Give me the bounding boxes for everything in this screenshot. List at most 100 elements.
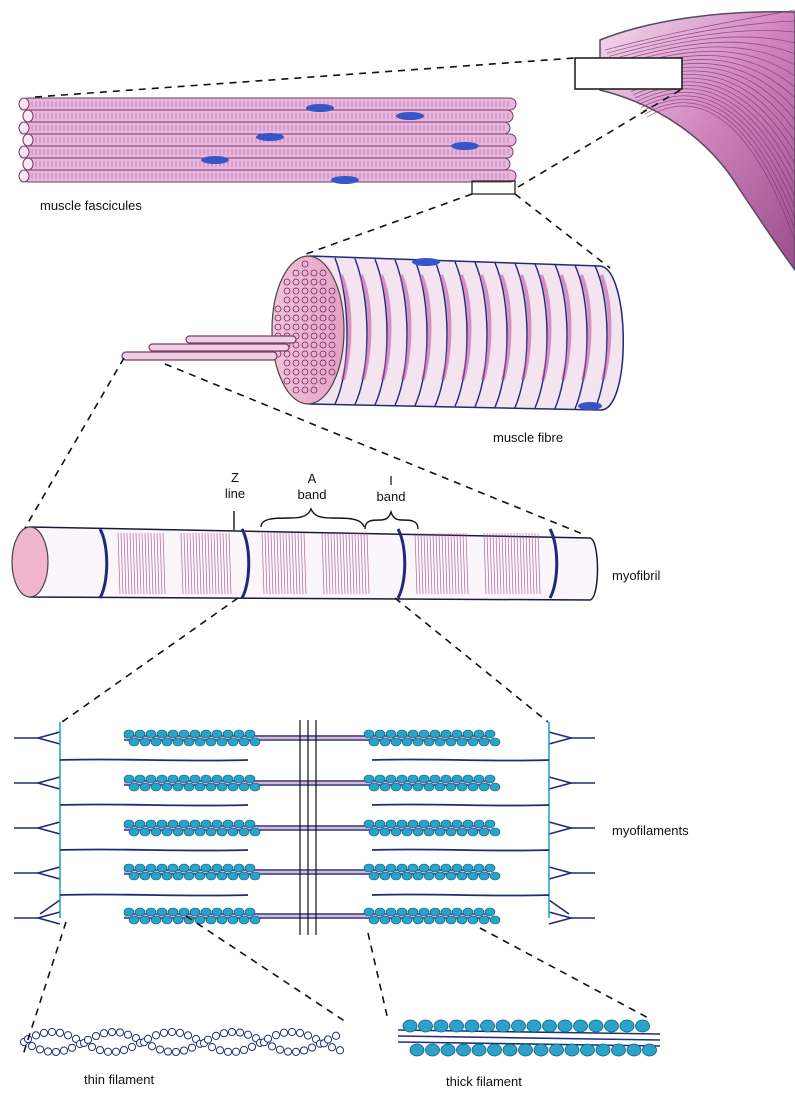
- myosin-head-icon: [228, 916, 238, 924]
- myosin-head-icon: [413, 872, 423, 880]
- myosin-head-icon: [474, 864, 484, 872]
- myosin-head-icon: [146, 820, 156, 828]
- actin-bead-icon: [308, 1044, 315, 1051]
- myosin-head-icon: [245, 820, 255, 828]
- myosin-head-icon: [190, 864, 200, 872]
- myosin-head-icon: [424, 783, 434, 791]
- myosin-head-icon: [397, 775, 407, 783]
- myosin-head-icon: [190, 775, 200, 783]
- myosin-head-icon: [179, 908, 189, 916]
- myosin-head-icon: [490, 783, 500, 791]
- actin-bead-icon: [84, 1036, 91, 1043]
- nucleus-icon: [201, 156, 229, 164]
- actin-bead-icon: [44, 1048, 51, 1055]
- label-i-band-1: I: [370, 473, 412, 489]
- myosin-head-icon: [380, 916, 390, 924]
- myosin-head-icon: [413, 828, 423, 836]
- myosin-head-icon: [184, 738, 194, 746]
- myosin-head-icon: [151, 738, 161, 746]
- myosin-head-icon: [380, 828, 390, 836]
- myosin-head-icon: [435, 783, 445, 791]
- myosin-head-icon: [391, 783, 401, 791]
- actin-bead-icon: [264, 1035, 271, 1042]
- actin-bead-icon: [176, 1029, 183, 1036]
- myosin-head-icon: [441, 775, 451, 783]
- myosin-head-icon: [129, 828, 139, 836]
- actin-bead-icon: [52, 1048, 59, 1055]
- myosin-head-icon: [419, 775, 429, 783]
- actin-bead-icon: [268, 1043, 275, 1050]
- myosin-head-icon: [565, 1044, 579, 1056]
- myosin-head-icon: [402, 872, 412, 880]
- myosin-head-icon: [463, 775, 473, 783]
- myosin-head-icon: [446, 916, 456, 924]
- myosin-head-icon: [386, 730, 396, 738]
- fascicule-selection-box: [472, 181, 515, 194]
- myosin-head-icon: [472, 1044, 486, 1056]
- myosin-head-icon: [468, 738, 478, 746]
- myosin-head-icon: [441, 730, 451, 738]
- myosin-head-icon: [201, 820, 211, 828]
- myosin-head-icon: [146, 730, 156, 738]
- actin-bead-icon: [244, 1031, 251, 1038]
- nucleus-icon: [451, 142, 479, 150]
- myosin-head-icon: [441, 908, 451, 916]
- myosin-head-icon: [408, 820, 418, 828]
- actin-bead-icon: [296, 1029, 303, 1036]
- myosin-head-icon: [234, 864, 244, 872]
- whole-muscle: [575, 10, 795, 270]
- myofibril-cylinder: [12, 509, 598, 600]
- actin-bead-icon: [148, 1043, 155, 1050]
- myosin-head-icon: [397, 864, 407, 872]
- myosin-head-icon: [179, 730, 189, 738]
- label-i-band-2: band: [370, 489, 412, 505]
- myosin-head-icon: [474, 820, 484, 828]
- myosin-head-icon: [386, 775, 396, 783]
- myosin-head-icon: [217, 738, 227, 746]
- myosin-head-icon: [419, 1020, 433, 1032]
- actin-bead-icon: [184, 1032, 191, 1039]
- label-a-band: A band: [291, 471, 333, 504]
- myosin-head-icon: [157, 908, 167, 916]
- actin-bead-icon: [280, 1029, 287, 1036]
- myosin-head-icon: [457, 872, 467, 880]
- myosin-head-icon: [190, 730, 200, 738]
- myosin-head-icon: [581, 1044, 595, 1056]
- myosin-head-icon: [223, 820, 233, 828]
- myosin-head-icon: [450, 1020, 464, 1032]
- myosin-head-icon: [441, 1044, 455, 1056]
- myosin-head-icon: [457, 1044, 471, 1056]
- myosin-head-icon: [479, 783, 489, 791]
- actin-bead-icon: [188, 1044, 195, 1051]
- myosin-head-icon: [201, 908, 211, 916]
- myosin-head-icon: [168, 775, 178, 783]
- myosin-head-icon: [364, 775, 374, 783]
- actin-bead-icon: [104, 1048, 111, 1055]
- myosin-head-icon: [468, 828, 478, 836]
- actin-bead-icon: [328, 1044, 335, 1051]
- myosin-head-icon: [419, 730, 429, 738]
- myosin-head-icon: [212, 820, 222, 828]
- actin-bead-icon: [204, 1036, 211, 1043]
- myosin-head-icon: [446, 783, 456, 791]
- myosin-head-icon: [135, 775, 145, 783]
- actin-bead-icon: [120, 1046, 127, 1053]
- myosin-head-icon: [228, 738, 238, 746]
- myosin-head-icon: [250, 783, 260, 791]
- myosin-head-icon: [413, 738, 423, 746]
- myosin-head-icon: [424, 872, 434, 880]
- myosin-head-icon: [162, 916, 172, 924]
- myosin-head-icon: [434, 1020, 448, 1032]
- actin-bead-icon: [100, 1030, 107, 1037]
- myosin-head-icon: [474, 908, 484, 916]
- myosin-head-icon: [212, 864, 222, 872]
- myosin-head-icon: [402, 828, 412, 836]
- label-thin-filament: thin filament: [84, 1072, 154, 1088]
- label-thick-filament: thick filament: [446, 1074, 522, 1090]
- myosin-head-icon: [140, 828, 150, 836]
- myosin-head-icon: [512, 1020, 526, 1032]
- myosin-head-icon: [168, 908, 178, 916]
- myosin-head-icon: [403, 1020, 417, 1032]
- actin-bead-icon: [128, 1043, 135, 1050]
- muscle-selection-box: [575, 58, 682, 89]
